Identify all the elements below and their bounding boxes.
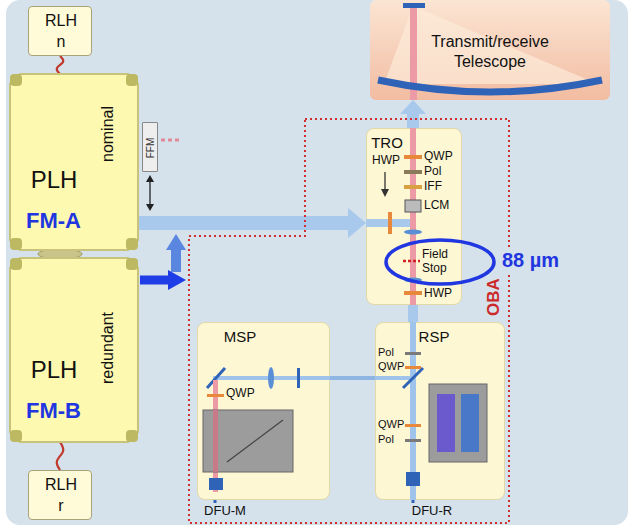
node-title: MSP [224, 328, 257, 346]
fiber-stub [412, 500, 415, 503]
laser-housing [10, 258, 138, 442]
laser-box-art [10, 74, 138, 250]
beam-row [375, 376, 413, 380]
node-title: PLH [31, 166, 78, 195]
polarizer [405, 439, 421, 442]
fiber-stub [214, 500, 217, 503]
node-title: TRO [371, 134, 403, 152]
housing-corner [10, 238, 22, 250]
flip-mirror-box: FFM [142, 122, 158, 172]
node-title: RLH n [42, 11, 80, 53]
beam-line [330, 378, 375, 379]
connector-line [330, 376, 375, 380]
beam-column [213, 410, 218, 472]
housing-corner [126, 238, 138, 250]
housing-corner [126, 74, 138, 86]
connector-line [407, 113, 419, 128]
node-title: OBA [484, 278, 504, 316]
subassembly-box-art [197, 322, 330, 500]
redundant-beam-up-arrow [171, 249, 181, 272]
housing-corner [126, 258, 138, 270]
motion-arrow [384, 172, 385, 190]
polarizer [404, 170, 422, 174]
waveplate [405, 424, 421, 427]
connector-line [408, 305, 418, 322]
optical-bench-region: OBA TRO MSP RSP [188, 118, 510, 524]
node-subtitle: nominal [98, 106, 117, 162]
laser-box: PLH redundant [10, 258, 138, 442]
region-outline [189, 119, 509, 523]
beam-arrow [400, 100, 426, 128]
waveplate [405, 366, 421, 369]
channel [461, 394, 479, 452]
internal-optic [227, 420, 283, 462]
filter [404, 185, 422, 189]
flip-motion-line [149, 180, 150, 206]
node-title: RSP [419, 328, 450, 346]
detector-housing [429, 384, 487, 462]
connector-line [57, 56, 64, 74]
flip-motion-head [146, 175, 154, 182]
waveplate [388, 212, 392, 234]
panel-ground [6, 0, 628, 525]
channel [437, 394, 455, 452]
beam-arrow [138, 208, 366, 238]
node-title: PLH [31, 356, 78, 385]
redundant-beam-up-head [166, 234, 186, 250]
housing-corner [126, 430, 138, 442]
telescope-panel: Transmit/receive Telescope [370, 0, 610, 100]
optic [297, 368, 300, 388]
detector [209, 478, 223, 490]
node-title: Transmit/receive Telescope [420, 32, 560, 72]
port-label: DFU-M [195, 504, 255, 519]
node-title: RLH r [42, 475, 80, 517]
laser-head-box: RLH r [28, 470, 92, 520]
motion-arrow-head [381, 189, 389, 197]
waveplate [404, 155, 422, 159]
laser-head-box: RLH n [28, 6, 92, 56]
redundant-beam-arrow [140, 276, 170, 285]
highlight-ellipse [386, 240, 494, 284]
detector-housing [203, 410, 293, 472]
lens [268, 367, 274, 389]
lens [404, 230, 422, 235]
beam-line [413, 305, 414, 322]
connector-line [57, 442, 64, 470]
redundant-beam-head [168, 270, 186, 290]
laser-housing [10, 74, 138, 250]
subassembly-box-art [375, 322, 505, 500]
flip-motion-head [146, 204, 154, 211]
laser-box-art [10, 258, 138, 442]
subassembly-box: RSP [375, 322, 505, 500]
housing-corner [10, 74, 22, 86]
subassembly-box: TRO [366, 128, 462, 305]
cable-line [57, 442, 64, 470]
waveplate [207, 394, 224, 397]
laser-box: PLH nominal [10, 74, 138, 250]
node-subtitle: redundant [98, 312, 117, 384]
detector [406, 472, 420, 486]
mechanism [405, 200, 421, 212]
field-stop [403, 260, 420, 263]
arrow-head [348, 208, 366, 238]
primary-mirror [378, 80, 602, 92]
node-title: FFM [145, 138, 157, 159]
port-label: DFU-R [402, 504, 462, 519]
beam-splitter [403, 368, 423, 388]
waveplate [404, 291, 422, 295]
polarizer [405, 352, 421, 355]
housing-corner [10, 430, 22, 442]
arrow-head [400, 100, 426, 114]
telescope-ground [370, 0, 610, 100]
subassembly-box-art [366, 128, 462, 305]
housing-corner [10, 258, 22, 270]
cable-line [57, 56, 64, 74]
subassembly-box: MSP [197, 322, 330, 500]
alternate-beam-stub [161, 139, 182, 142]
secondary-mirror [403, 3, 425, 8]
connector-line [138, 216, 350, 230]
